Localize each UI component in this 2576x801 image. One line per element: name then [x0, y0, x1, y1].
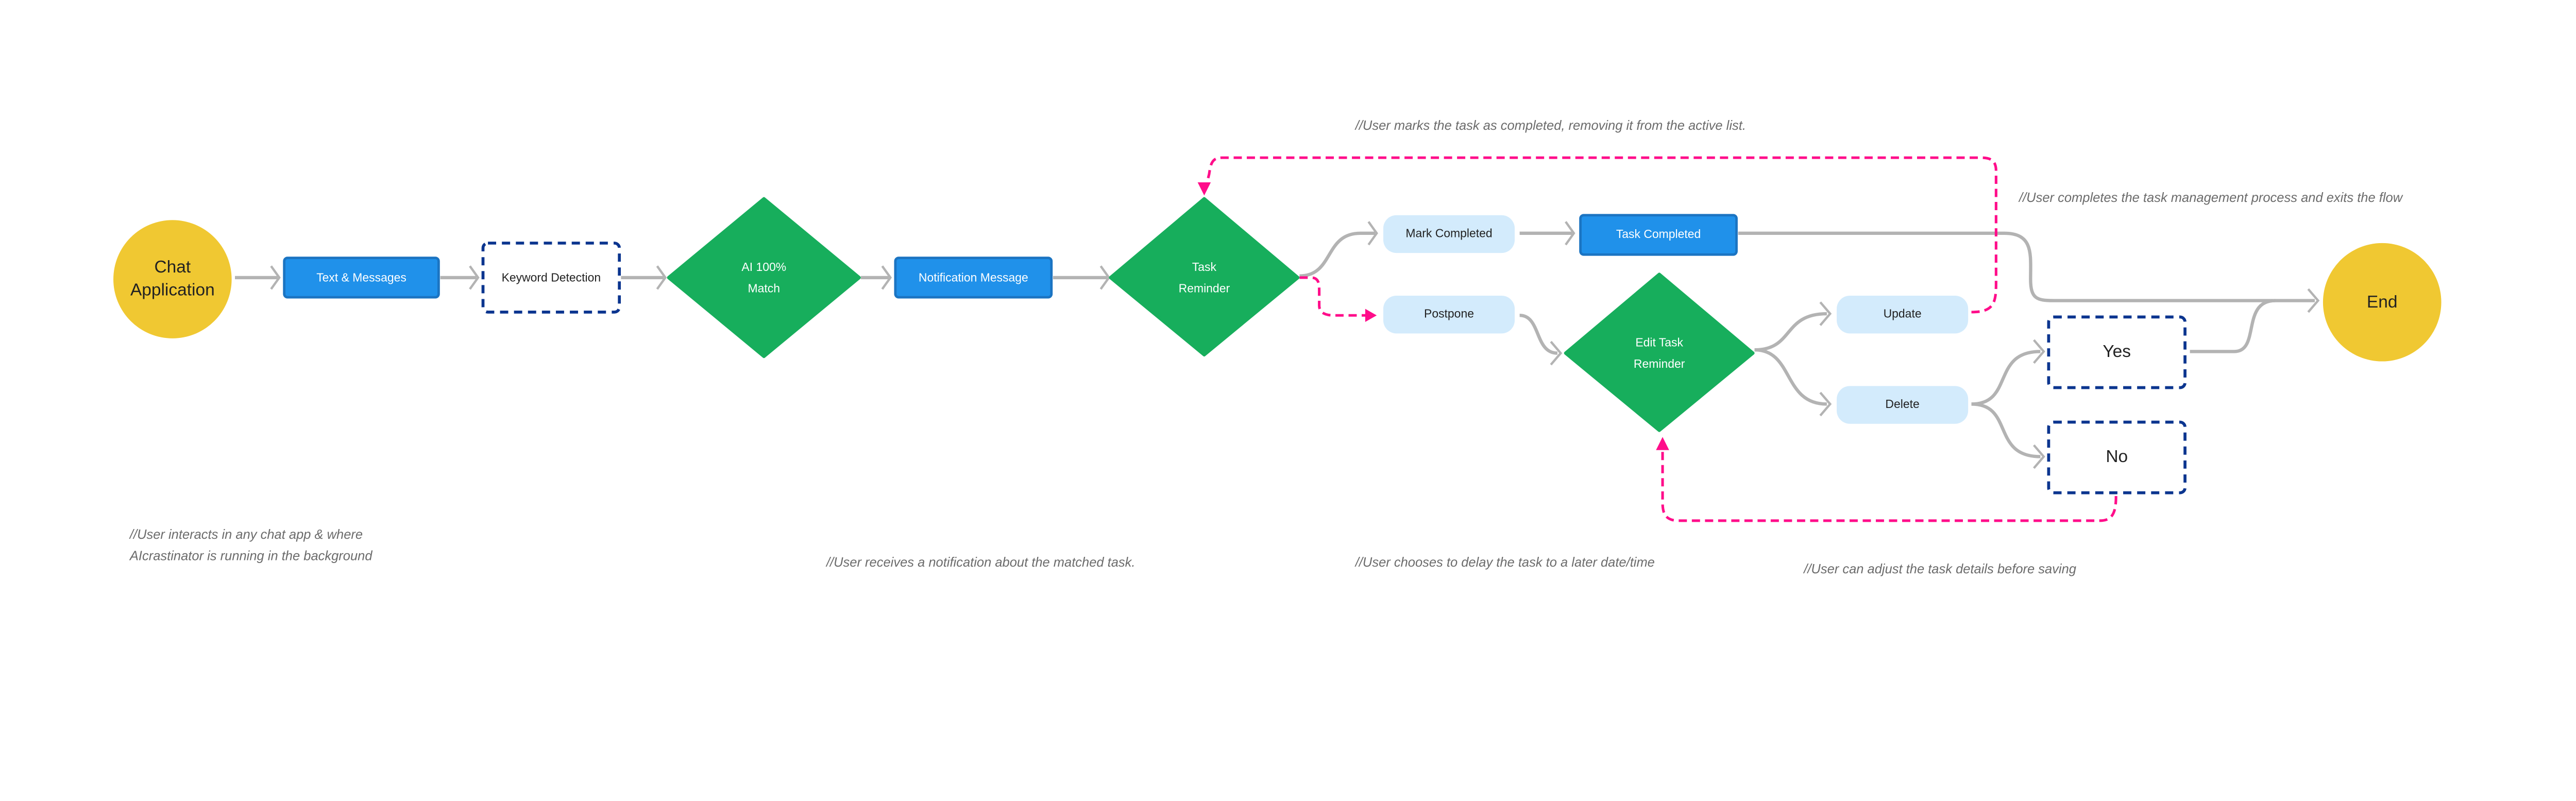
loop-no-to-edit: [1661, 450, 2117, 522]
svg-text:Text & Messages: Text & Messages: [316, 271, 406, 284]
edge-edit-to-delete: [1754, 348, 1827, 406]
arrowhead: [2307, 288, 2320, 313]
node-postpone[interactable]: Postpone: [1383, 295, 1515, 334]
edge-edit-to-update: [1754, 312, 1827, 352]
svg-text:Update: Update: [1884, 307, 1922, 320]
node-notification-message[interactable]: Notification Message: [894, 257, 1053, 299]
edge-task-to-mark: [1299, 231, 1376, 278]
node-text-messages[interactable]: Text & Messages: [283, 257, 440, 299]
svg-text:Delete: Delete: [1885, 397, 1919, 411]
end-label: End: [2367, 293, 2398, 312]
edge-delete-to-no: [1971, 402, 2041, 458]
svg-text:Application: Application: [130, 280, 215, 299]
svg-text:Task: Task: [1192, 260, 1217, 274]
node-task-reminder-decision[interactable]: Task Reminder: [1109, 197, 1300, 356]
arrowhead: [2033, 444, 2045, 469]
node-chat-application[interactable]: Chat Application: [113, 220, 232, 338]
svg-text:Mark Completed: Mark Completed: [1405, 226, 1492, 240]
comment-chat-line2: AIcrastinator is running in the backgrou…: [129, 549, 372, 563]
arrowhead: [469, 265, 480, 290]
svg-text:Yes: Yes: [2103, 342, 2131, 361]
edge-yes-to-end: [2190, 299, 2276, 353]
comment-postpone: //User chooses to delay the task to a la…: [1354, 555, 1655, 570]
flowchart-canvas: Chat Application Text & Messages Keyword…: [113, 118, 2442, 576]
svg-text:Reminder: Reminder: [1634, 357, 1685, 370]
arrowhead-pink: [1197, 182, 1211, 196]
arrowhead: [270, 265, 281, 290]
node-delete[interactable]: Delete: [1837, 386, 1969, 424]
node-task-completed[interactable]: Task Completed: [1579, 214, 1738, 256]
comment-edit: //User can adjust the task details befor…: [1803, 562, 2076, 576]
svg-text:Match: Match: [748, 281, 780, 295]
svg-text:Reminder: Reminder: [1179, 281, 1230, 295]
loop-task-to-postpone: [1299, 276, 1367, 317]
arrowhead-pink: [1656, 437, 1669, 450]
arrowhead: [881, 265, 892, 290]
node-end[interactable]: End: [2323, 243, 2442, 362]
svg-text:AI 100%: AI 100%: [741, 260, 786, 274]
comment-notification: //User receives a notification about the…: [825, 555, 1136, 570]
node-yes[interactable]: Yes: [2047, 315, 2187, 389]
arrowhead: [656, 265, 667, 290]
node-update[interactable]: Update: [1837, 295, 1969, 334]
comment-exit: //User completes the task management pro…: [2018, 191, 2403, 205]
edges: [235, 221, 2320, 469]
loop-edges: [1197, 156, 2117, 522]
loop-update-to-task-reminder: [1205, 156, 1997, 314]
svg-text:Task Completed: Task Completed: [1616, 227, 1701, 241]
svg-text:Chat: Chat: [154, 258, 191, 277]
svg-text:Postpone: Postpone: [1424, 307, 1474, 320]
svg-text:Keyword Detection: Keyword Detection: [502, 271, 601, 284]
node-mark-completed[interactable]: Mark Completed: [1383, 215, 1515, 253]
arrowhead: [1550, 340, 1563, 366]
node-edit-task-reminder-decision[interactable]: Edit Task Reminder: [1564, 272, 1755, 432]
arrowhead: [1819, 391, 1832, 417]
svg-text:No: No: [2106, 447, 2128, 466]
arrowhead: [2033, 339, 2045, 364]
edge-completed-to-end: [1738, 231, 2315, 302]
arrowhead: [1565, 221, 1575, 246]
edge-postpone-to-edit: [1519, 314, 1558, 355]
arrowhead: [1819, 301, 1832, 326]
arrowhead: [1367, 221, 1378, 246]
arrowhead-pink: [1365, 309, 1377, 322]
node-ai-match-decision[interactable]: AI 100% Match: [667, 197, 861, 359]
comment-chat-line1: //User interacts in any chat app & where: [129, 527, 363, 542]
node-keyword-detection[interactable]: Keyword Detection: [481, 242, 621, 314]
node-no[interactable]: No: [2047, 420, 2187, 495]
svg-text:Notification Message: Notification Message: [919, 271, 1028, 284]
comment-mark-completed: //User marks the task as completed, remo…: [1354, 118, 1746, 133]
svg-text:Edit Task: Edit Task: [1635, 336, 1683, 349]
edge-delete-to-yes: [1971, 350, 2041, 406]
